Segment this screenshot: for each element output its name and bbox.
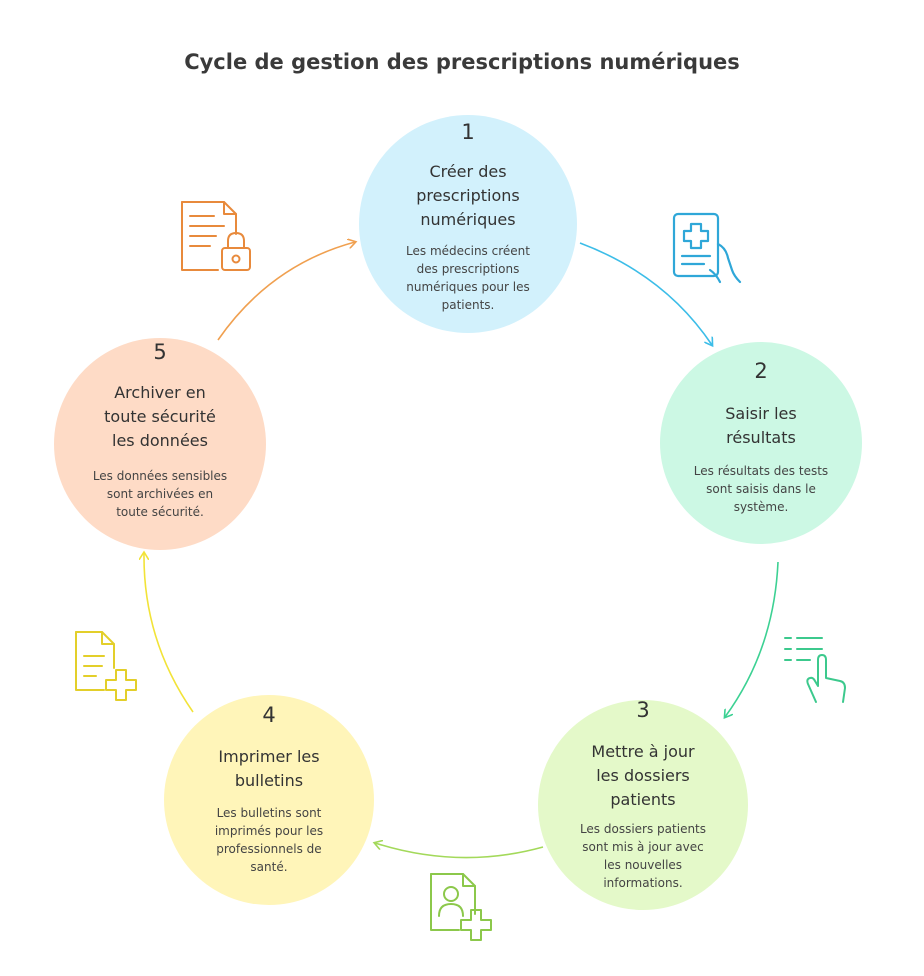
step-number: 2 xyxy=(754,359,768,383)
document-add-icon xyxy=(75,631,137,701)
step-2-node: 2 Saisir les résultats Les résultats des… xyxy=(660,342,862,544)
step-number: 5 xyxy=(153,340,167,364)
arrow-5-to-1 xyxy=(217,242,355,341)
step-heading: Saisir les résultats xyxy=(725,404,797,447)
step-description: Les résultats des tests sont saisis dans… xyxy=(693,464,829,514)
diagram-title: Cycle de gestion des prescriptions numér… xyxy=(184,50,740,74)
step-5-node: 5 Archiver en toute sécurité les données… xyxy=(54,338,266,550)
step-heading: Créer des prescriptions numériques xyxy=(416,162,520,229)
step-number: 1 xyxy=(461,120,475,144)
step-4-node: 4 Imprimer les bulletins Les bulletins s… xyxy=(164,695,374,905)
arrow-2-to-3 xyxy=(725,561,779,717)
step-description: Les dossiers patients sont mis à jour av… xyxy=(579,822,707,890)
step-heading: Imprimer les bulletins xyxy=(218,747,320,790)
step-number: 3 xyxy=(636,698,650,722)
arrow-4-to-5 xyxy=(144,553,194,713)
step-number: 4 xyxy=(262,703,276,727)
arrow-1-to-2 xyxy=(579,242,712,345)
tablet-medical-cross-icon xyxy=(672,212,742,284)
step-heading: Archiver en toute sécurité les données xyxy=(104,383,216,450)
patient-file-add-icon xyxy=(430,873,492,941)
step-1-node: 1 Créer des prescriptions numériques Les… xyxy=(359,115,577,333)
list-touch-hand-icon xyxy=(784,637,846,703)
step-3-node: 3 Mettre à jour les dossiers patients Le… xyxy=(538,698,748,910)
arrow-3-to-4 xyxy=(375,843,544,859)
document-lock-icon xyxy=(181,201,251,271)
step-description: Les médecins créent des prescriptions nu… xyxy=(406,244,530,312)
step-description: Les bulletins sont imprimés pour les pro… xyxy=(214,806,324,874)
step-description: Les données sensibles sont archivées en … xyxy=(92,469,228,519)
step-heading: Mettre à jour les dossiers patients xyxy=(591,742,695,809)
